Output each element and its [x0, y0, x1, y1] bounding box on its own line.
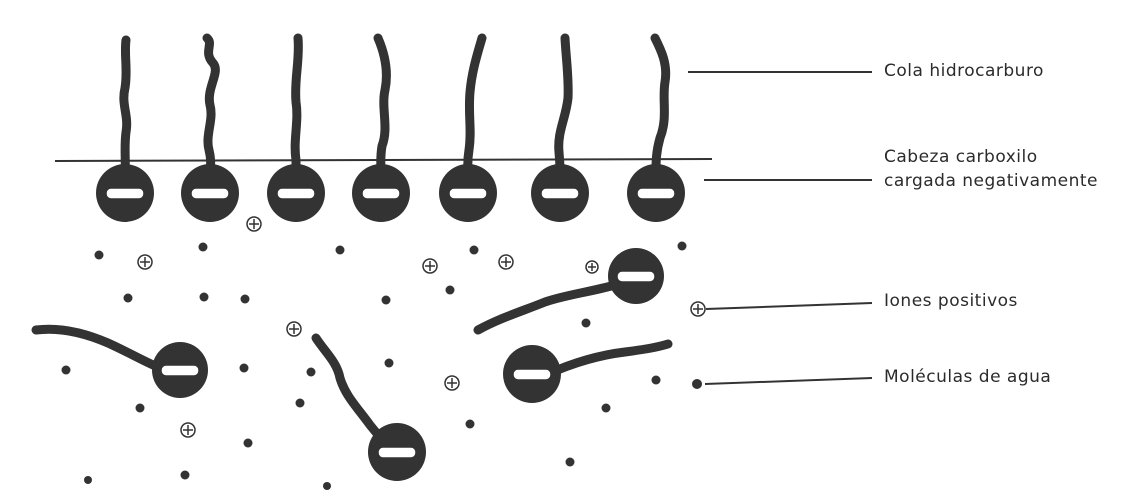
negative-charge-icon — [276, 187, 316, 200]
water-molecule-dot — [84, 476, 92, 484]
label-head-line1: Cabeza carboxilo — [884, 147, 1038, 167]
surface-tail-4 — [373, 33, 391, 177]
surface-tail-1 — [119, 35, 132, 177]
water-molecule-dot — [295, 398, 305, 408]
label-water: Moléculas de agua — [884, 367, 1052, 387]
water-molecules — [61, 241, 702, 490]
water-molecule-dot — [565, 457, 575, 467]
negative-charge-icon — [377, 446, 417, 459]
leader-lines — [688, 71, 873, 385]
water-molecule-dot — [199, 292, 209, 302]
water-molecule-dot — [381, 295, 391, 305]
negative-charge-icon — [540, 187, 580, 200]
label-head-line2: cargada negativamente — [884, 171, 1099, 191]
plus-ion-icon — [180, 422, 196, 438]
plus-ion-icon — [422, 258, 438, 274]
surface-tail-5 — [463, 33, 487, 178]
water-molecule-dot — [581, 318, 591, 328]
free-tail-right-upper — [473, 280, 620, 335]
water-molecule-dot — [323, 482, 331, 490]
leader-line-water — [704, 377, 873, 385]
water-molecule-dot — [180, 470, 190, 480]
positive-ions — [137, 216, 706, 438]
negative-charge-icon — [361, 187, 401, 200]
water-molecule-dot — [306, 367, 316, 377]
surface-tail-2 — [202, 33, 220, 179]
water-molecule-dot — [198, 242, 208, 252]
negative-charge-icon — [636, 187, 676, 200]
negative-charge-icon — [616, 270, 656, 283]
free-tail-left — [31, 324, 165, 373]
water-molecule-dot — [692, 379, 702, 389]
plus-ion-icon — [498, 254, 514, 270]
water-molecule-dot — [123, 293, 133, 303]
water-molecule-dot — [445, 285, 455, 295]
water-molecule-dot — [465, 419, 475, 429]
negative-charge-icon — [190, 187, 230, 200]
water-molecule-dot — [239, 363, 249, 373]
plus-ion-icon — [585, 260, 599, 274]
water-molecule-dot — [469, 245, 479, 255]
surface-tail-6 — [554, 33, 573, 178]
plus-ion-icon — [137, 254, 153, 270]
surface-tails — [119, 33, 671, 179]
free-tail-right-lower — [543, 339, 673, 379]
label-tail: Cola hidrocarburo — [884, 61, 1044, 81]
negative-charge-icon — [160, 364, 200, 377]
water-molecule-dot — [677, 241, 687, 251]
water-molecule-dot — [601, 403, 611, 413]
leader-line-ions — [705, 302, 873, 310]
plus-ion-icon — [444, 375, 460, 391]
negative-charge-icon — [448, 187, 488, 200]
plus-ion-icon — [690, 301, 706, 317]
negative-charge-icon — [105, 187, 145, 200]
water-molecule-dot — [94, 250, 104, 260]
negative-charge-icon — [512, 368, 552, 381]
surface-tail-7 — [650, 33, 671, 177]
water-molecule-dot — [240, 294, 250, 304]
free-molecules — [31, 248, 673, 481]
water-molecule-dot — [384, 358, 394, 368]
surface-heads — [96, 164, 685, 222]
label-ions: Iones positivos — [884, 291, 1018, 311]
water-molecule-dot — [61, 365, 71, 375]
surface-tail-3 — [290, 33, 303, 177]
plus-ion-icon — [286, 321, 302, 337]
water-molecule-dot — [135, 403, 145, 413]
water-molecule-dot — [243, 438, 253, 448]
water-molecule-dot — [651, 375, 661, 385]
plus-ion-icon — [246, 216, 262, 232]
water-molecule-dot — [335, 245, 345, 255]
